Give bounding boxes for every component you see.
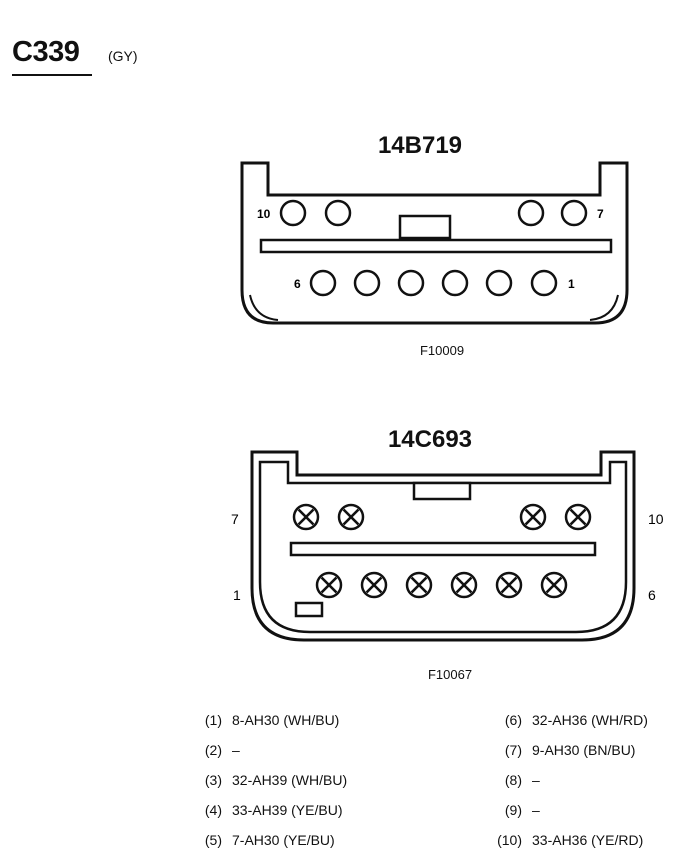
connector-1-label-bottom-left: 6 xyxy=(294,277,301,291)
legend-circuit: 8-AH30 (WH/BU) xyxy=(232,712,340,728)
legend-pin-number: (3) xyxy=(204,772,222,788)
connector-1-pin-10 xyxy=(279,199,307,227)
connector-1-pin-1 xyxy=(530,269,558,297)
connector-1-inner-curve xyxy=(249,294,279,321)
connector-2-pin-9 xyxy=(519,503,547,531)
connector-1-inner-curve-right xyxy=(589,294,619,321)
connector-2-pin-10 xyxy=(564,503,592,531)
connector-1-pin-7 xyxy=(560,199,588,227)
legend-circuit: 32-AH36 (WH/RD) xyxy=(532,712,648,728)
connector-2-label-bottom-right: 6 xyxy=(648,587,656,603)
connector-2-pin-8 xyxy=(337,503,365,531)
legend-pin-number: (8) xyxy=(504,772,522,788)
connector-2-pin-7 xyxy=(292,503,320,531)
connector-1-label-bottom-right: 1 xyxy=(568,277,575,291)
legend-circuit: – xyxy=(532,772,540,788)
legend-row-6: (6) 32-AH36 (WH/RD) xyxy=(488,712,648,728)
connector-2-pins xyxy=(292,503,592,599)
legend-pin-number: (7) xyxy=(504,742,522,758)
legend-circuit: – xyxy=(232,742,240,758)
legend-row-7: (7) 9-AH30 (BN/BU) xyxy=(488,742,636,758)
connector-1-pin-5 xyxy=(353,269,381,297)
connector-2-label-top-left: 7 xyxy=(231,511,239,527)
legend-row-10: (10) 33-AH36 (YE/RD) xyxy=(488,832,643,848)
connector-1-part-number: 14B719 xyxy=(377,132,463,159)
connector-title: C339 xyxy=(12,36,80,68)
legend-circuit: – xyxy=(532,802,540,818)
connector-1-pins xyxy=(279,199,588,297)
title-underline xyxy=(12,74,92,76)
connector-1-key-bar xyxy=(259,238,613,254)
connector-1-pin-6 xyxy=(309,269,337,297)
legend-row-8: (8)– xyxy=(488,772,540,788)
connector-2-pin-1 xyxy=(315,571,343,599)
legend-row-5: (5) 7-AH30 (YE/BU) xyxy=(188,832,335,848)
legend-circuit: 33-AH39 (YE/BU) xyxy=(232,802,343,818)
legend-row-4: (4) 33-AH39 (YE/BU) xyxy=(188,802,343,818)
legend-pin-number: (1) xyxy=(204,712,222,728)
connector-1-outline xyxy=(240,161,629,325)
connector-2-outer-outline xyxy=(250,450,636,642)
legend-row-9: (9)– xyxy=(488,802,540,818)
connector-1-figure-id: F10009 xyxy=(419,343,465,358)
legend-pin-number: (4) xyxy=(204,802,222,818)
connector-2-pin-6 xyxy=(540,571,568,599)
legend-row-1: (1) 8-AH30 (WH/BU) xyxy=(188,712,339,728)
connector-2-part-number: 14C693 xyxy=(387,426,473,453)
connector-2-pin-5 xyxy=(495,571,523,599)
legend-pin-number: (2) xyxy=(204,742,222,758)
legend-pin-number: (10) xyxy=(497,832,522,848)
connector-2-label-bottom-left: 1 xyxy=(233,587,241,603)
legend-circuit: 9-AH30 (BN/BU) xyxy=(532,742,636,758)
connector-1-label-top-right: 7 xyxy=(597,207,604,221)
connector-2-inner-outline xyxy=(258,460,628,634)
legend-circuit: 32-AH39 (WH/BU) xyxy=(232,772,348,788)
connector-2-pin-3 xyxy=(405,571,433,599)
connector-1-pin-2 xyxy=(485,269,513,297)
legend-circuit: 7-AH30 (YE/BU) xyxy=(232,832,335,848)
connector-2-key-bar xyxy=(289,541,597,557)
connector-1-pin-8 xyxy=(517,199,545,227)
connector-1-label-top-left: 10 xyxy=(257,207,271,221)
connector-2-pin-2 xyxy=(360,571,388,599)
legend-pin-number: (9) xyxy=(504,802,522,818)
legend-row-3: (3) 32-AH39 (WH/BU) xyxy=(188,772,347,788)
connector-2-tab xyxy=(294,601,324,618)
connector-1-pin-4 xyxy=(397,269,425,297)
legend-pin-number: (5) xyxy=(204,832,222,848)
connector-2-figure-id: F10067 xyxy=(427,667,473,682)
connector-2-latch xyxy=(412,481,472,501)
connector-2-pin-4 xyxy=(450,571,478,599)
legend-pin-number: (6) xyxy=(504,712,522,728)
connector-color-code: (GY) xyxy=(108,48,138,64)
legend-row-2: (2)– xyxy=(188,742,240,758)
connector-1-latch xyxy=(398,214,452,240)
connector-2-label-top-right: 10 xyxy=(648,511,664,527)
connector-1-pin-3 xyxy=(441,269,469,297)
legend-circuit: 33-AH36 (YE/RD) xyxy=(532,832,644,848)
connector-1-pin-9 xyxy=(324,199,352,227)
